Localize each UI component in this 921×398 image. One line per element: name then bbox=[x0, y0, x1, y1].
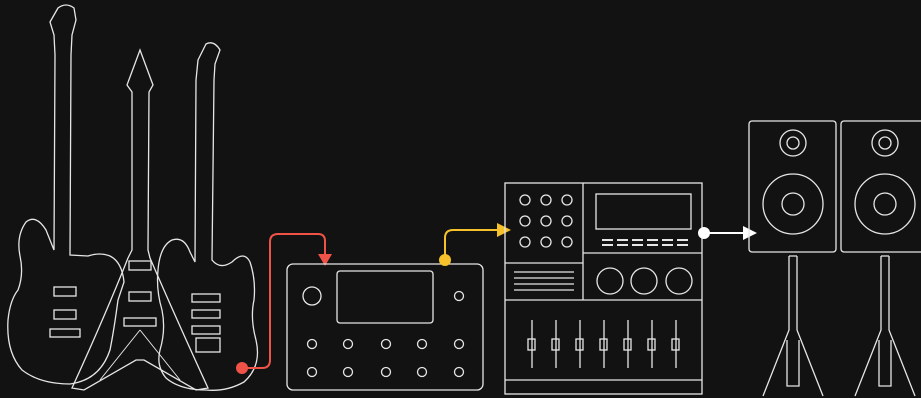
white-plug-dot bbox=[698, 227, 710, 239]
yellow-plug-dot bbox=[439, 254, 451, 266]
red-plug-dot bbox=[236, 362, 248, 374]
